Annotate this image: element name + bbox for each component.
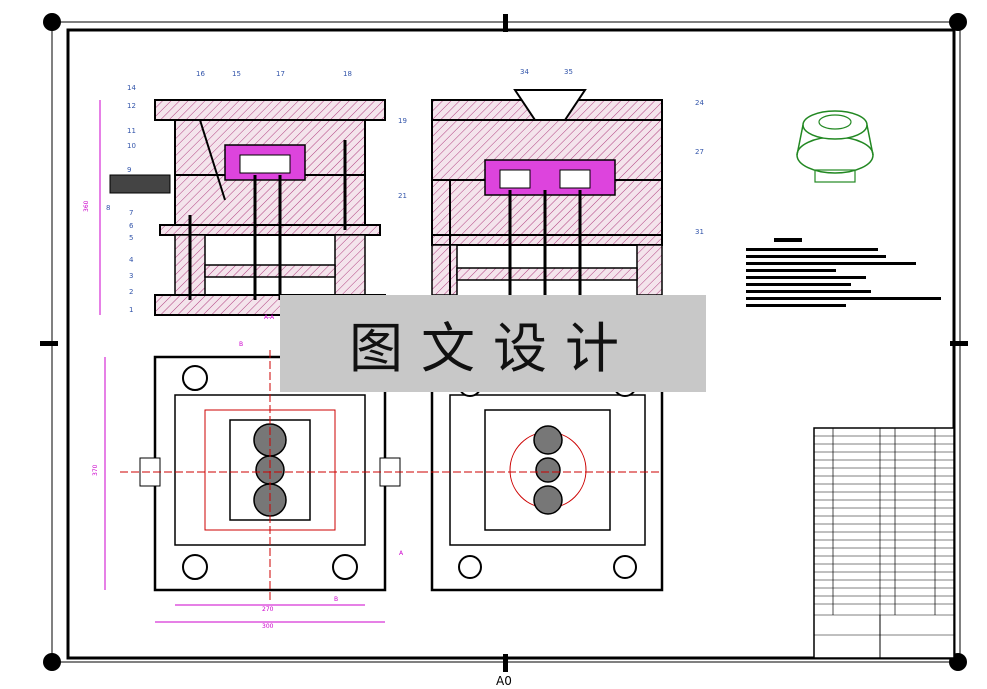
callout-5: 5 bbox=[129, 234, 133, 242]
plan-view-moving-half bbox=[104, 350, 420, 623]
section-marker-b2: B bbox=[334, 596, 338, 603]
dim-plan-height: 370 bbox=[92, 464, 99, 476]
section-marker-b1: B bbox=[239, 341, 243, 348]
callout-34: 34 bbox=[520, 68, 529, 76]
callout-labels: 14 12 11 10 9 8 7 6 5 4 3 2 1 16 15 17 1… bbox=[106, 68, 704, 314]
callout-10: 10 bbox=[127, 142, 136, 150]
watermark-text: 图文设计 bbox=[349, 317, 637, 380]
watermark-banner: 图文设计 bbox=[280, 295, 706, 392]
callout-15: 15 bbox=[232, 70, 241, 78]
dim-top-height: 360 bbox=[83, 200, 90, 212]
dimension-labels: 360 370 270 300 B A B A-A bbox=[83, 200, 404, 630]
section-marker-a1: A bbox=[399, 550, 404, 557]
callout-6: 6 bbox=[129, 222, 134, 230]
callout-3: 3 bbox=[129, 272, 133, 280]
callout-8: 8 bbox=[106, 204, 110, 212]
callout-18: 18 bbox=[343, 70, 352, 78]
callout-31: 31 bbox=[695, 228, 704, 236]
callout-17: 17 bbox=[276, 70, 285, 78]
side-section-view bbox=[431, 89, 663, 296]
callout-27: 27 bbox=[695, 148, 704, 156]
callout-4: 4 bbox=[129, 256, 134, 264]
callout-21: 21 bbox=[398, 192, 407, 200]
title-block bbox=[813, 427, 955, 659]
section-label-aa: A-A bbox=[264, 314, 275, 321]
sheet-size-label: A0 bbox=[496, 674, 512, 688]
callout-7: 7 bbox=[129, 209, 133, 217]
callout-9: 9 bbox=[127, 166, 131, 174]
drawing-frame bbox=[40, 13, 968, 672]
callout-19: 19 bbox=[398, 117, 407, 125]
dim-plan-width-inner: 270 bbox=[262, 606, 274, 613]
technical-notes bbox=[746, 248, 941, 307]
notes-title-bar bbox=[774, 238, 802, 242]
callout-24: 24 bbox=[695, 99, 704, 107]
dim-plan-width-outer: 300 bbox=[262, 623, 274, 630]
callout-1: 1 bbox=[129, 306, 133, 314]
callout-35: 35 bbox=[564, 68, 573, 76]
callout-16: 16 bbox=[196, 70, 205, 78]
front-section-view bbox=[99, 99, 386, 316]
plan-view-fixed-half bbox=[420, 355, 664, 592]
callout-12: 12 bbox=[127, 102, 136, 110]
callout-14: 14 bbox=[127, 84, 136, 92]
callout-11: 11 bbox=[127, 127, 136, 135]
part-isometric-sketch bbox=[796, 110, 874, 183]
callout-2: 2 bbox=[129, 288, 133, 296]
